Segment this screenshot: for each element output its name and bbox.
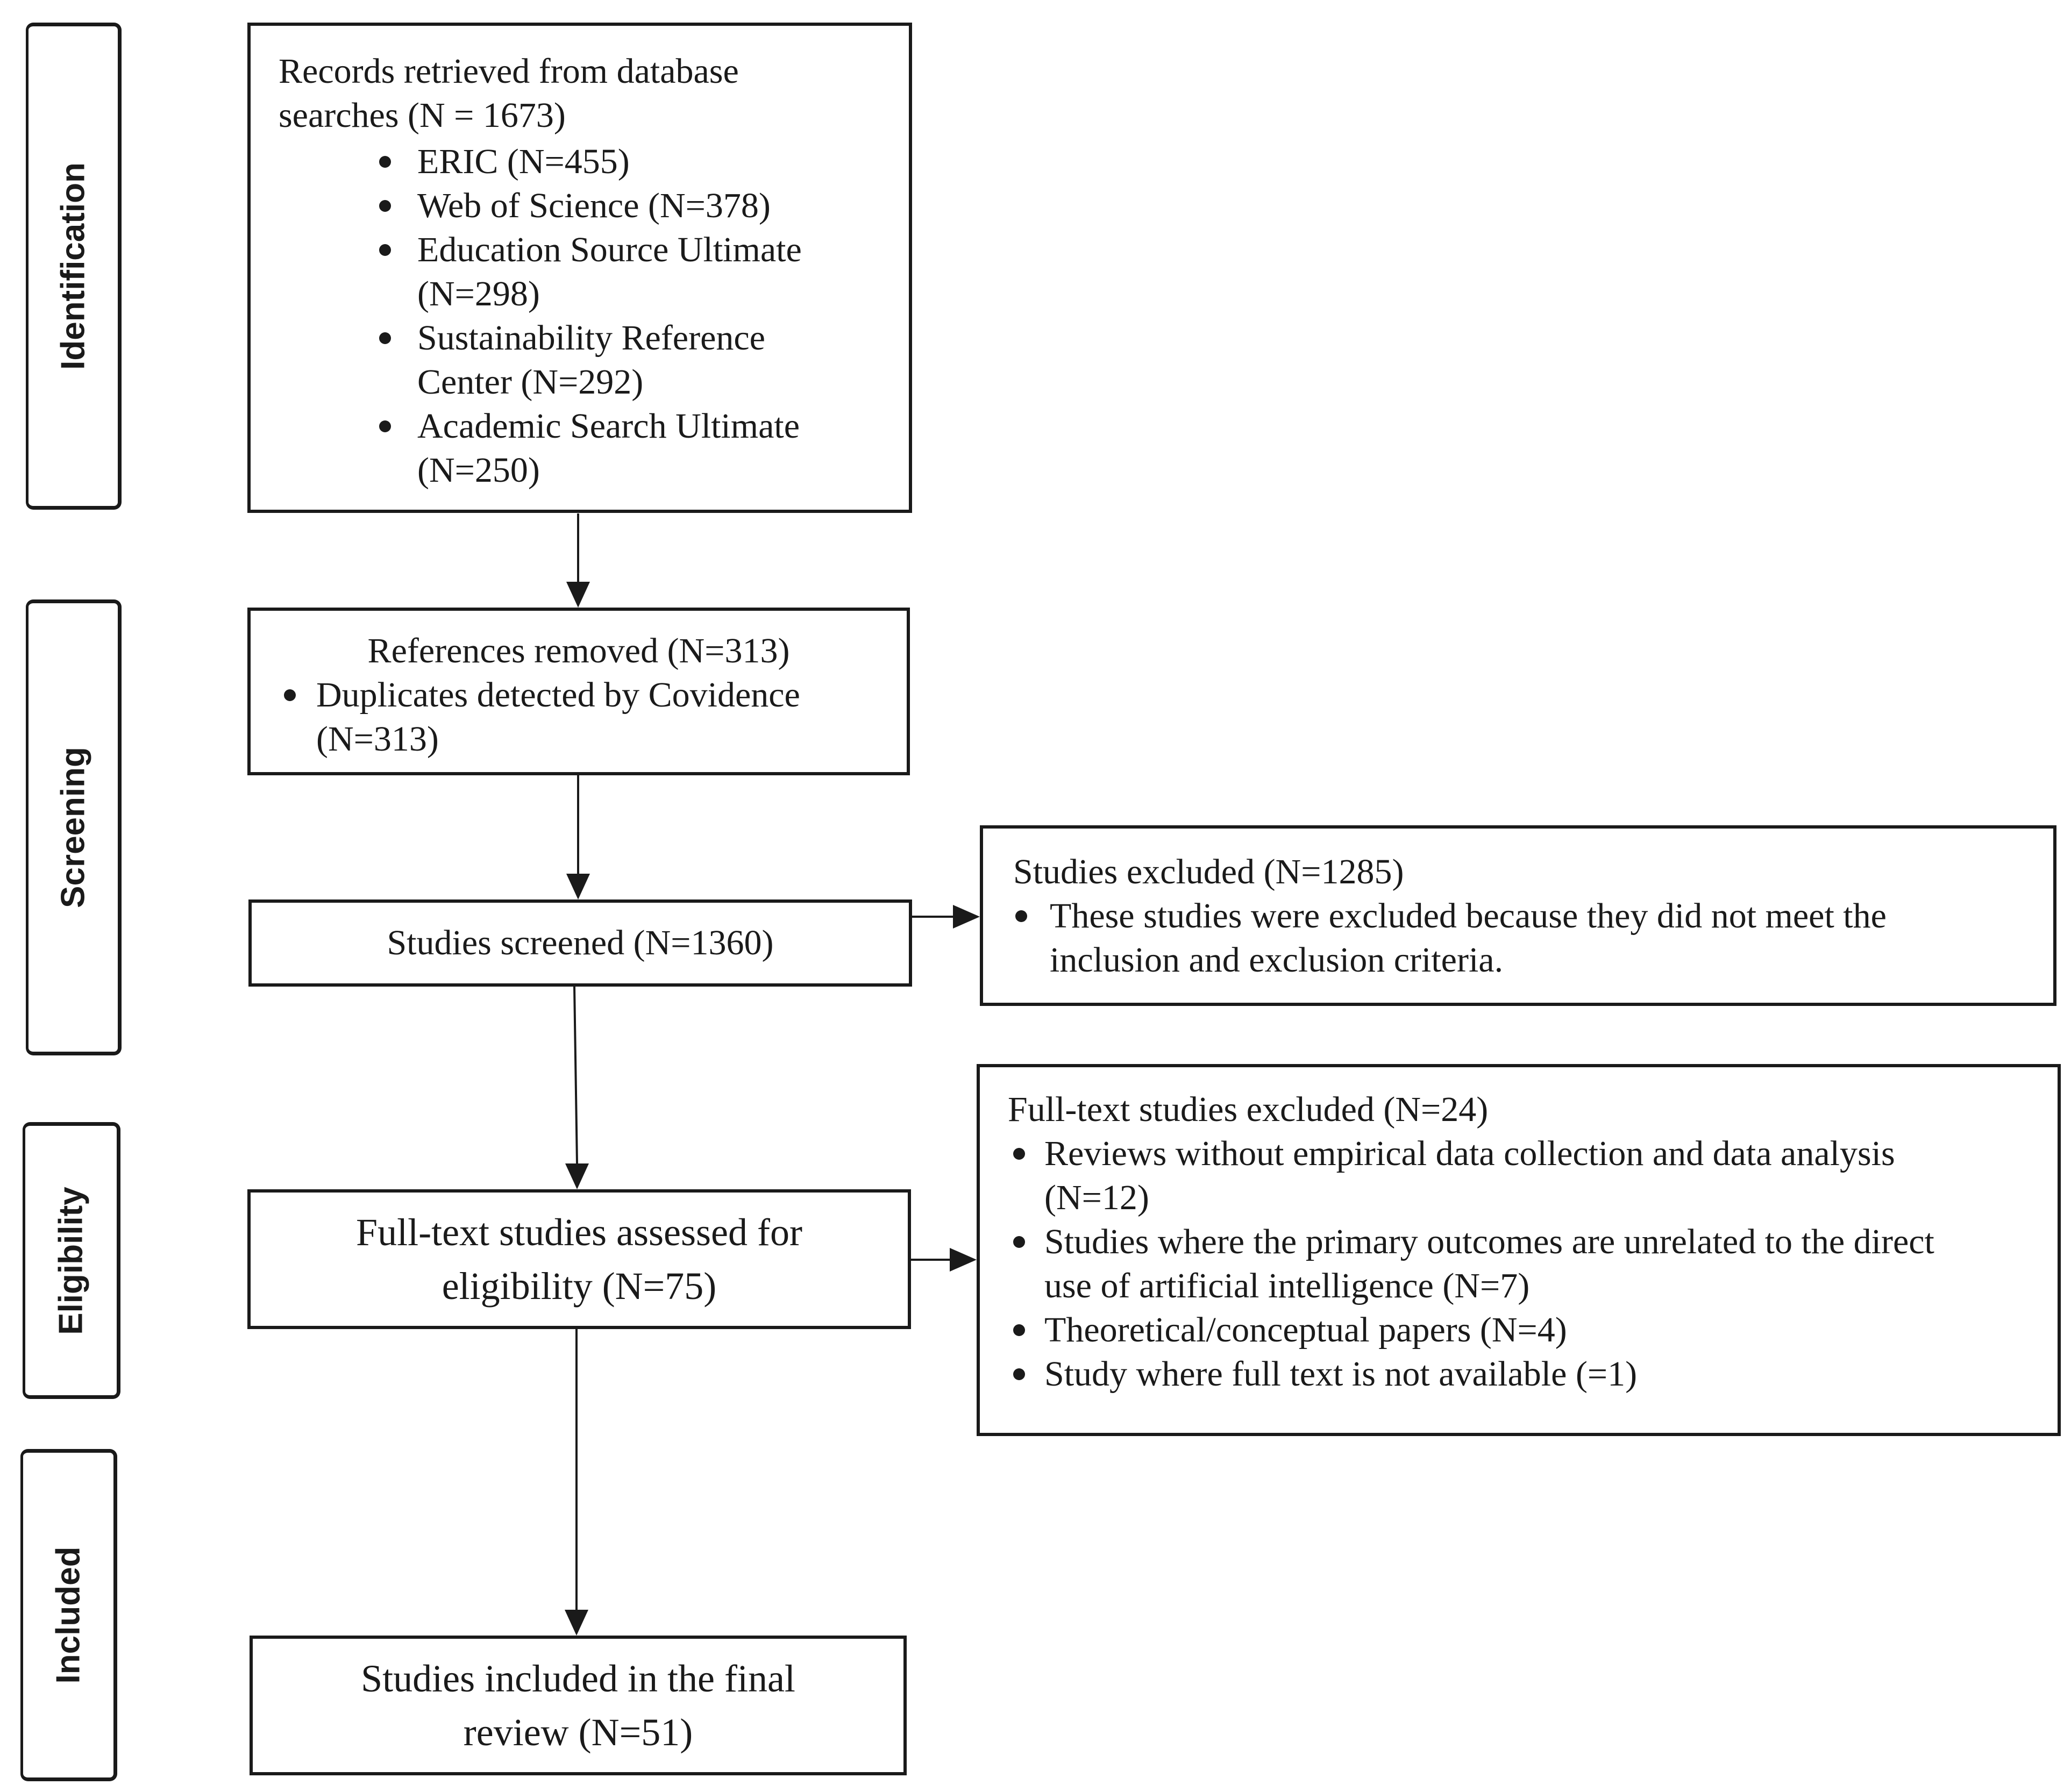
removed-item-line2: (N=313) bbox=[316, 719, 439, 759]
fulltext-assessed-line2: eligibility (N=75) bbox=[442, 1265, 717, 1308]
fulltext-excluded-item: Theoretical/conceptual papers (N=4) bbox=[1008, 1308, 2036, 1352]
database-item-text: Web of Science (N=378) bbox=[417, 186, 771, 225]
fulltext-excluded-item-line1: Studies where the primary outcomes are u… bbox=[1044, 1222, 1934, 1261]
database-item-sustainability: Sustainability Reference Center (N=292) bbox=[279, 316, 909, 404]
studies-included-box: Studies included in the final review (N=… bbox=[250, 1636, 907, 1775]
database-item-count: (N=250) bbox=[417, 451, 540, 490]
fulltext-excluded-box: Full-text studies excluded (N=24) Review… bbox=[977, 1064, 2061, 1436]
arrowhead-screened-to-excluded bbox=[953, 905, 980, 929]
removed-item-line1: Duplicates detected by Covidence bbox=[316, 675, 800, 715]
stage-eligibility: Eligibility bbox=[23, 1122, 120, 1399]
arrowhead-fulltext-to-included bbox=[565, 1610, 588, 1636]
arrowhead-removed-to-screened bbox=[566, 874, 590, 899]
removed-list: Duplicates detected by Covidence (N=313) bbox=[272, 673, 885, 761]
arrowhead-screened-to-fulltext bbox=[565, 1163, 589, 1189]
references-removed-title: References removed (N=313) bbox=[367, 631, 790, 670]
database-item-academic-search: Academic Search Ultimate (N=250) bbox=[279, 404, 909, 492]
fulltext-excluded-item-line2: use of artificial intelligence (N=7) bbox=[1044, 1266, 1530, 1305]
fulltext-excluded-item-line2: (N=12) bbox=[1044, 1178, 1149, 1217]
database-list: ERIC (N=455) Web of Science (N=378) Educ… bbox=[279, 140, 909, 492]
excluded-list: These studies were excluded because they… bbox=[1013, 894, 2032, 982]
fulltext-excluded-item: Study where full text is not available (… bbox=[1008, 1352, 2036, 1396]
database-item-education-source: Education Source Ultimate (N=298) bbox=[279, 228, 909, 316]
database-item-web-of-science: Web of Science (N=378) bbox=[279, 184, 909, 228]
database-item-count: Center (N=292) bbox=[417, 362, 644, 402]
studies-included-line2: review (N=51) bbox=[463, 1711, 693, 1754]
database-item-text: Sustainability Reference bbox=[417, 318, 765, 358]
fulltext-excluded-item: Studies where the primary outcomes are u… bbox=[1008, 1220, 2036, 1308]
fulltext-excluded-title: Full-text studies excluded (N=24) bbox=[1008, 1090, 1489, 1129]
fulltext-assessed-line1: Full-text studies assessed for bbox=[356, 1211, 802, 1254]
database-item-text: Education Source Ultimate bbox=[417, 230, 802, 269]
arrowhead-records-to-removed bbox=[566, 582, 590, 608]
stage-screening: Screening bbox=[26, 599, 122, 1055]
fulltext-excluded-item-line1: Reviews without empirical data collectio… bbox=[1044, 1134, 1895, 1173]
fulltext-assessed-box: Full-text studies assessed for eligibili… bbox=[247, 1189, 911, 1329]
arrowhead-fulltext-to-excluded bbox=[950, 1248, 977, 1272]
fulltext-excluded-item: Reviews without empirical data collectio… bbox=[1008, 1132, 2036, 1220]
removed-item: Duplicates detected by Covidence (N=313) bbox=[272, 673, 885, 761]
database-item-text: Academic Search Ultimate bbox=[417, 406, 800, 446]
stage-included: Included bbox=[20, 1449, 117, 1781]
studies-excluded-title: Studies excluded (N=1285) bbox=[1013, 852, 1404, 891]
fulltext-excluded-item-line1: Study where full text is not available (… bbox=[1044, 1354, 1638, 1394]
arrow-screened-to-fulltext bbox=[573, 986, 578, 1164]
studies-screened-title: Studies screened (N=1360) bbox=[387, 923, 774, 962]
records-title-line2: searches (N = 1673) bbox=[279, 96, 566, 135]
references-removed-box: References removed (N=313) Duplicates de… bbox=[247, 608, 910, 775]
studies-included-line1: Studies included in the final bbox=[361, 1657, 795, 1700]
records-title-line1: Records retrieved from database bbox=[279, 52, 739, 91]
studies-excluded-box: Studies excluded (N=1285) These studies … bbox=[980, 825, 2056, 1006]
studies-screened-box: Studies screened (N=1360) bbox=[248, 899, 912, 987]
excluded-item-line1: These studies were excluded because they… bbox=[1050, 896, 1887, 936]
fulltext-excluded-item-line1: Theoretical/conceptual papers (N=4) bbox=[1044, 1310, 1567, 1350]
database-item-count: (N=298) bbox=[417, 274, 540, 313]
database-item-text: ERIC (N=455) bbox=[417, 142, 630, 181]
stage-identification: Identification bbox=[26, 23, 122, 510]
excluded-item: These studies were excluded because they… bbox=[1013, 894, 2032, 982]
database-item-eric: ERIC (N=455) bbox=[279, 140, 909, 184]
fulltext-excluded-list: Reviews without empirical data collectio… bbox=[1008, 1132, 2036, 1396]
records-retrieved-box: Records retrieved from database searches… bbox=[247, 23, 912, 513]
excluded-item-line2: inclusion and exclusion criteria. bbox=[1050, 940, 1504, 980]
